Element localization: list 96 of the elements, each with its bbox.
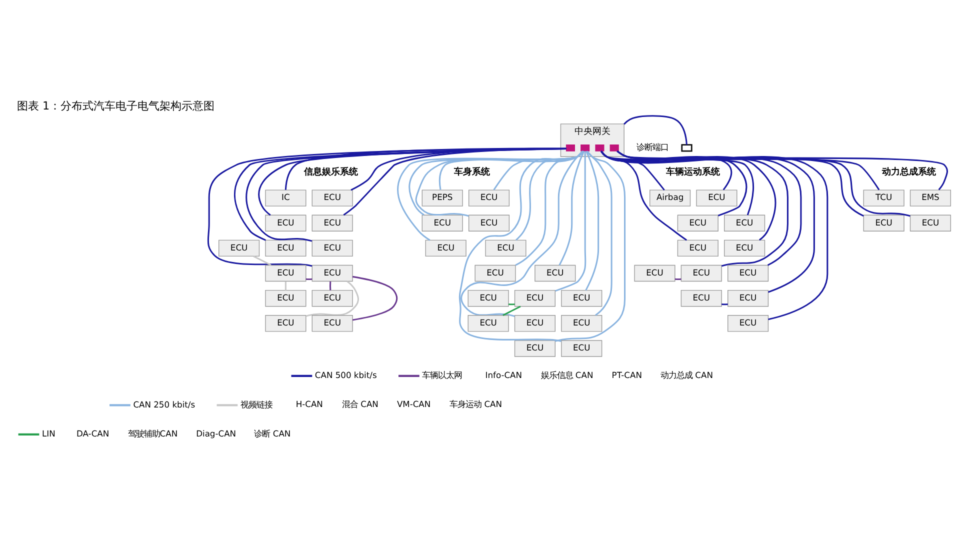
node-box: ECU (218, 239, 260, 256)
label: 混合 CAN (342, 398, 378, 409)
legend-label: CAN 500 kbit/s (314, 370, 377, 380)
label: 动力总成 CAN (660, 369, 713, 380)
label: DA-CAN (76, 428, 110, 438)
legend-label: CAN 250 kbit/s (133, 398, 196, 409)
node-box: ECU (468, 189, 510, 206)
node-box: ECU (534, 264, 576, 282)
connector (502, 305, 521, 316)
node-box (610, 144, 619, 151)
node-box: ECU (474, 264, 516, 282)
legend-label: 车辆以太网 (422, 370, 462, 380)
connector (600, 150, 815, 292)
connector (306, 278, 312, 280)
diagram-title: 图表 1：分布式汽车电子电气架构示意图 (16, 98, 215, 112)
label: H-CAN (296, 398, 323, 409)
legend-label: LIN (42, 428, 56, 438)
connector (555, 150, 586, 292)
node-box: ECU (728, 264, 769, 282)
node-box: EMS (910, 189, 951, 206)
node-box: ECU (910, 214, 951, 231)
node-box: ECU (265, 314, 306, 332)
node-box: ECU (514, 314, 556, 332)
label: 车辆运动系统 (666, 167, 720, 178)
node-box: ECU (677, 239, 718, 256)
node-box: ECU (724, 239, 766, 256)
label: Info-CAN (485, 369, 522, 380)
label: 动力总成系统 (882, 167, 936, 178)
label: 信息娱乐系统 (304, 167, 358, 178)
node-box: ECU (312, 314, 353, 332)
node-box (681, 144, 692, 152)
node-box: ECU (312, 264, 353, 282)
connector (585, 150, 600, 290)
node-box: ECU (468, 214, 510, 231)
node-box: ECU (724, 214, 766, 231)
connector (508, 302, 515, 305)
node-box: ECU (680, 289, 722, 306)
connector (600, 150, 688, 240)
node-box: ECU (561, 289, 602, 306)
node-label: 诊断端口 (636, 142, 669, 152)
node-box: ECU (422, 214, 463, 231)
connector (284, 280, 286, 290)
node-box (566, 144, 575, 151)
connector (352, 275, 398, 320)
node-box (580, 144, 590, 151)
label: 车身运动 CAN (450, 398, 502, 409)
node-box (595, 144, 604, 151)
connector (329, 280, 332, 290)
node-box: ECU (312, 289, 353, 306)
label: 车身系统 (454, 167, 490, 178)
node-box: ECU (696, 189, 738, 206)
node-box: ECU (425, 239, 466, 256)
node-box: ECU (561, 314, 602, 332)
node-box: ECU (312, 189, 353, 206)
connector (722, 302, 728, 305)
node-box: ECU (863, 214, 904, 231)
connector (600, 150, 776, 240)
connector (515, 150, 584, 266)
node-box: ECU (265, 239, 306, 256)
connector (558, 150, 585, 266)
node-box: ECU (485, 239, 526, 256)
cluster: 中央网关 (560, 123, 624, 156)
connector (586, 150, 612, 316)
node-box: ECU (312, 239, 353, 256)
node-box: ECU (634, 264, 676, 282)
node-box: ECU (728, 289, 769, 306)
node-box: ECU (265, 289, 306, 306)
node-box: ECU (514, 340, 556, 356)
node-box: ECU (677, 214, 718, 231)
label: 诊断 CAN (254, 428, 291, 438)
node-box: ECU (265, 214, 306, 231)
node-box: ECU (265, 264, 306, 282)
legend-label: 视频链接 (240, 398, 272, 409)
label: PT-CAN (612, 369, 642, 380)
connector (555, 150, 626, 342)
connector (674, 278, 682, 280)
node-box: Airbag (650, 189, 691, 206)
node-box: ECU (514, 289, 556, 306)
connector (207, 147, 566, 266)
label: 驾驶辅助CAN (128, 428, 178, 438)
connector (600, 150, 828, 320)
node-box: TCU (863, 189, 904, 206)
node-box: IC (265, 189, 306, 206)
node-box: ECU (468, 289, 509, 306)
connector (624, 114, 688, 144)
node-box: ECU (728, 314, 769, 332)
label: VM-CAN (396, 398, 431, 409)
node-box: ECU (680, 264, 722, 282)
node-box: ECU (312, 214, 353, 231)
label: 娱乐信息 CAN (540, 369, 594, 380)
node-box: PEPS (422, 189, 463, 206)
connector (253, 255, 272, 266)
label: Diag-CAN (196, 428, 236, 438)
connector (306, 280, 359, 316)
node-box: ECU (468, 314, 509, 332)
node-box: ECU (561, 340, 602, 356)
